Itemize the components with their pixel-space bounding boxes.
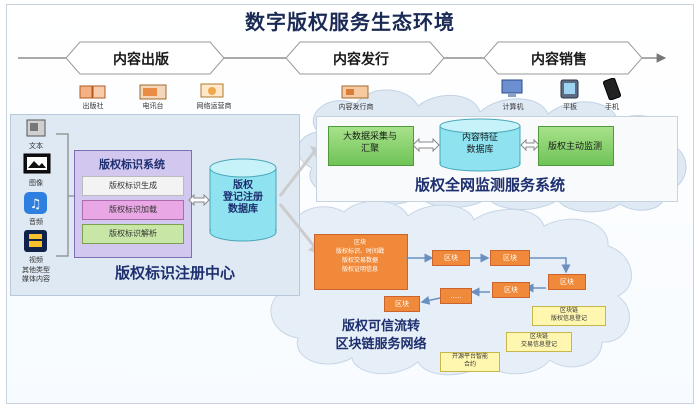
computer-label: 计算机	[502, 103, 524, 111]
monitor-service-label: 版权全网监测服务系统	[414, 176, 565, 194]
feature-database-label: 内容特征 数据库	[461, 133, 498, 155]
block-main-label: 区块 版权标识、时间戳 版权交易数据 版权证明信息	[335, 239, 384, 273]
active-monitor-label: 版权主动监测	[547, 142, 602, 152]
publisher-label: 出版社	[82, 102, 104, 110]
svg-text:♫: ♫	[30, 197, 42, 212]
content-type-video: 视频	[29, 256, 43, 264]
stage-banner-publish	[65, 41, 225, 75]
register-database	[209, 158, 277, 242]
big-data-collect-label: 大数据采集与 汇聚	[342, 132, 397, 154]
stage-label-distribute: 内容发行	[333, 52, 389, 68]
content-type-other: 其他类型 媒体内容	[22, 266, 50, 283]
tablet-icon	[560, 79, 579, 99]
stage-banner-sales	[483, 41, 643, 75]
system-db-arrow	[188, 194, 210, 206]
monitor-arrow-1	[412, 138, 440, 152]
network-operator-icon	[200, 83, 224, 98]
tag-copyright-register: 区块链 版权信息登记	[532, 306, 606, 326]
tablet-label: 平板	[563, 103, 577, 111]
tag-smart-contract: 开源平台智能 合约	[440, 352, 500, 372]
block-1: 区块	[432, 250, 470, 266]
block-4: 区块	[492, 282, 530, 298]
text-icon	[26, 119, 46, 137]
stage-banner-distribute	[285, 41, 445, 75]
block-2: 区块	[490, 250, 530, 266]
tv-station-label: 电讯台	[142, 102, 164, 110]
phone-icon	[603, 78, 621, 100]
feature-database	[439, 118, 521, 172]
stage-banners	[18, 41, 667, 75]
book-icon	[79, 85, 106, 99]
image-icon	[23, 153, 51, 174]
block-ellipsis: .....	[440, 288, 472, 304]
block-5: 区块	[384, 296, 420, 312]
stage-label-sales: 内容销售	[531, 52, 587, 68]
register-center-label: 版权标识注册中心	[114, 264, 235, 282]
content-type-text: 文本	[29, 142, 43, 150]
video-icon	[24, 230, 47, 252]
content-type-image: 图像	[29, 179, 43, 187]
computer-icon	[501, 79, 523, 97]
tag-transaction-register: 区块链 交易信息登记	[506, 332, 572, 352]
network-operator-label: 网络运营商	[196, 102, 232, 110]
tv-station-icon	[139, 84, 167, 100]
stage-label-publish: 内容出版	[113, 52, 169, 68]
phone-label: 手机	[605, 103, 619, 111]
copyright-id-load: 版权标识加载	[82, 200, 184, 220]
distributor-label: 内容发行商	[338, 103, 374, 111]
monitor-arrow-2	[520, 138, 540, 152]
block-main	[314, 234, 408, 290]
distributor-icon	[341, 85, 369, 99]
block-chain-arrows	[406, 253, 571, 305]
audio-icon: ♫	[24, 192, 47, 214]
copyright-id-generate: 版权标识生成	[82, 176, 184, 196]
active-monitor-box	[538, 126, 614, 166]
content-type-audio: 音频	[29, 218, 43, 226]
block-3: 区块	[548, 274, 586, 290]
blockchain-network-label: 版权可信流转 区块链服务网络	[335, 319, 427, 352]
register-database-label: 版权 登记注册 数据库	[223, 180, 263, 215]
copyright-id-system-title: 版权标识系统	[99, 158, 165, 171]
big-data-collect-box	[328, 126, 414, 166]
copyright-id-parse: 版权标识解析	[82, 224, 184, 244]
page-title: 数字版权服务生态环境	[245, 10, 455, 34]
